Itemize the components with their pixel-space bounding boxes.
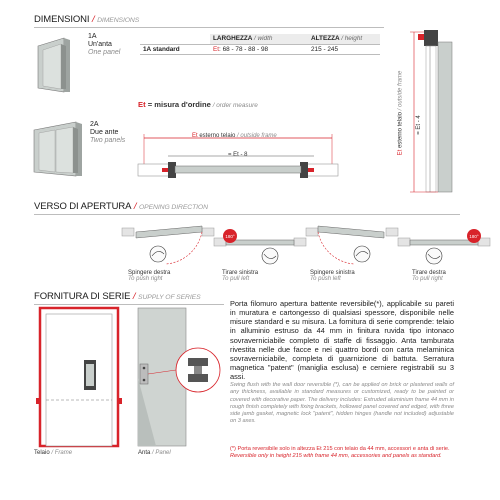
opening-diagram-pull-right: 180° bbox=[397, 229, 491, 265]
panel-caption: Anta / Panel bbox=[138, 450, 171, 456]
description-italian: Porta filomuro apertura battente reversi… bbox=[230, 299, 454, 382]
svg-text:180°: 180° bbox=[469, 234, 479, 239]
single-door-illustration bbox=[37, 37, 70, 93]
frame-illustration bbox=[36, 306, 122, 448]
outside-frame-label: Et esterno telaio / outside frame bbox=[192, 133, 277, 139]
one-panel-label: 1A Un'anta One panel bbox=[88, 33, 121, 56]
opening-diagram-pull-left: 180° bbox=[213, 229, 307, 265]
description-english: Swing flush with the wall door reversibl… bbox=[230, 382, 454, 425]
width-column-header: LARGHEZZA / width bbox=[210, 34, 308, 44]
section-divider bbox=[34, 304, 224, 305]
reversible-note: (*) Porta reversibile solo in altezza Et… bbox=[230, 446, 450, 460]
inner-width-label: = Et - 8 bbox=[228, 152, 248, 158]
panel-illustration bbox=[137, 307, 221, 447]
order-measure-definition: Et = misura d'ordine / order measure bbox=[138, 100, 258, 109]
height-column-header: ALTEZZA / height bbox=[308, 34, 380, 44]
frame-caption: Telaio / Frame bbox=[34, 450, 73, 456]
side-outside-frame-label: Et esterno telaio / outside frame bbox=[397, 70, 404, 156]
svg-text:180°: 180° bbox=[225, 234, 235, 239]
table-row-label: 1A standard bbox=[140, 43, 210, 55]
opening-diagram-push-left bbox=[305, 225, 399, 265]
double-door-illustration bbox=[33, 121, 82, 177]
opening-diagram-push-right bbox=[121, 225, 215, 265]
section-divider bbox=[34, 27, 384, 28]
frame-top-view-drawing bbox=[137, 134, 339, 178]
section-title-opening: VERSO DI APERTURA / OPENING DIRECTION bbox=[34, 201, 208, 212]
table-width-value: Et: 68 - 78 - 88 - 98 bbox=[210, 43, 308, 55]
section-title-supply: FORNITURA DI SERIE / SUPPLY OF SERIES bbox=[34, 291, 201, 302]
dimensions-table: LARGHEZZA / width ALTEZZA / height 1A st… bbox=[140, 34, 380, 55]
frame-side-section-drawing bbox=[410, 30, 453, 193]
table-height-value: 215 - 245 bbox=[308, 43, 380, 55]
section-divider bbox=[34, 214, 460, 215]
two-panels-label: 2A Due ante Two panels bbox=[90, 121, 126, 144]
side-inner-height-label: = Et - 4 bbox=[415, 115, 422, 135]
section-title-dimensions: DIMENSIONI / DIMENSIONS bbox=[34, 14, 140, 25]
